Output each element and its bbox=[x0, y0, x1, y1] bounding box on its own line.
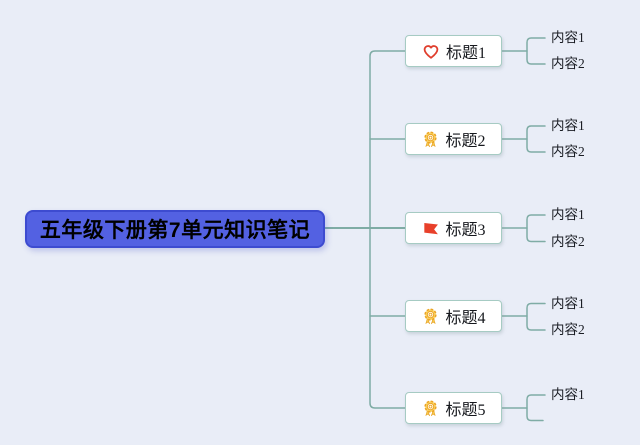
heart-icon bbox=[421, 41, 441, 61]
child-node-3-2[interactable]: 内容2 bbox=[551, 233, 585, 249]
child-node-2-2[interactable]: 内容2 bbox=[551, 144, 585, 159]
branch-node-1[interactable]: 标题1 bbox=[405, 35, 502, 67]
child-node-1-1[interactable]: 内容1 bbox=[551, 30, 585, 45]
branch-label: 标题4 bbox=[445, 310, 486, 327]
branch-label: 标题1 bbox=[445, 45, 486, 62]
root-node-label: 五年级下册第7单元知识笔记 bbox=[39, 219, 311, 242]
child-node-4-2[interactable]: 内容2 bbox=[551, 322, 585, 337]
branch-node-2[interactable]: 标题2 bbox=[405, 123, 502, 155]
child-node-4-1[interactable]: 内容1 bbox=[551, 295, 585, 311]
root-node[interactable]: 五年级下册第7单元知识笔记 bbox=[25, 210, 325, 248]
child-node-2-1[interactable]: 内容1 bbox=[551, 118, 585, 133]
branch-label: 标题3 bbox=[445, 222, 486, 239]
medal-icon bbox=[421, 307, 440, 326]
child-node-5-1[interactable]: 内容1 bbox=[551, 387, 585, 402]
branch-node-4[interactable]: 标题4 bbox=[405, 300, 502, 332]
medal-icon bbox=[421, 399, 440, 418]
medal-icon bbox=[421, 130, 440, 149]
branch-label: 标题2 bbox=[445, 133, 486, 150]
branch-node-5[interactable]: 标题5 bbox=[405, 392, 502, 424]
branch-node-3[interactable]: 标题3 bbox=[405, 212, 502, 244]
branch-label: 标题5 bbox=[445, 402, 486, 419]
child-node-1-2[interactable]: 内容2 bbox=[551, 56, 585, 71]
flag-icon bbox=[421, 219, 440, 238]
child-node-3-1[interactable]: 内容1 bbox=[551, 207, 585, 222]
